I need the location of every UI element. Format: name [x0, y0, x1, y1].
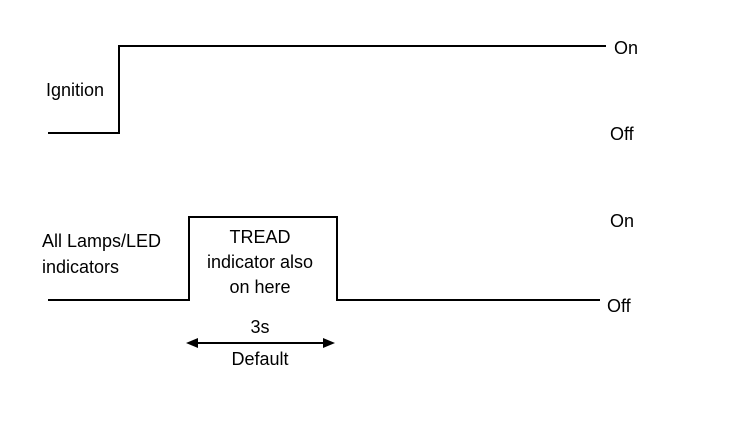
duration-default-label: Default	[231, 349, 288, 369]
ignition-waveform	[48, 45, 606, 134]
pulse-note-line-2: indicator also	[207, 252, 313, 272]
duration-label: 3s	[250, 317, 269, 337]
duration-arrow	[186, 338, 335, 348]
lamps-label-line-1: All Lamps/LED	[42, 231, 161, 251]
lamps-off-label: Off	[607, 296, 632, 316]
pulse-note-line-1: TREAD	[229, 227, 290, 247]
ignition-label: Ignition	[46, 80, 104, 100]
lamps-waveform	[48, 216, 600, 301]
lamps-on-label: On	[610, 211, 634, 231]
lamps-label-line-2: indicators	[42, 257, 119, 277]
ignition-off-label: Off	[610, 124, 635, 144]
duration-arrowhead-right	[323, 338, 335, 348]
ignition-on-label: On	[614, 38, 638, 58]
pulse-note-line-3: on here	[229, 277, 290, 297]
duration-arrowhead-left	[186, 338, 198, 348]
